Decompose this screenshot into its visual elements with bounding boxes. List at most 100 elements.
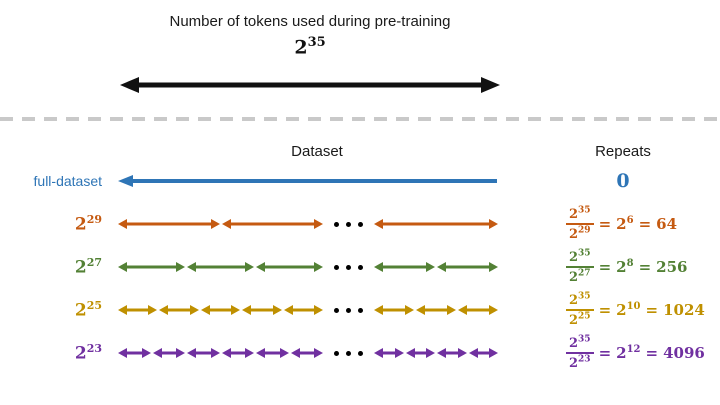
dashed-divider-line	[0, 117, 720, 121]
repeats-power: 210	[616, 301, 641, 319]
equals-sign: =	[645, 343, 659, 362]
dataset-arrows	[118, 160, 498, 202]
token-span-arrow	[120, 76, 500, 94]
dataset-label: full-dataset	[33, 173, 102, 189]
dataset-arrows	[118, 203, 498, 245]
equals-sign: =	[638, 214, 652, 233]
fraction-denominator: 225	[569, 312, 591, 329]
repeats-value: 0	[616, 170, 630, 192]
ellipsis-dot	[346, 307, 351, 313]
ellipsis-dots	[323, 264, 374, 270]
ellipsis-dot	[346, 264, 351, 270]
ellipsis-dot	[346, 350, 351, 356]
total-tokens-base: 2	[294, 36, 308, 59]
segment-group-left	[118, 304, 324, 316]
ellipsis-dot	[346, 221, 351, 227]
fraction-denominator: 223	[569, 355, 591, 372]
repeat-segment-arrow	[256, 261, 323, 273]
total-tokens-exponent: 35	[307, 35, 326, 50]
equals-sign: =	[645, 300, 659, 319]
repeat-segment-arrow	[221, 347, 254, 359]
repeat-segment-arrow	[187, 347, 220, 359]
arrow-left-head	[120, 77, 139, 93]
arrow-right-head	[481, 77, 500, 93]
repeat-segment-arrow	[118, 347, 151, 359]
repeat-segment-arrow	[159, 304, 199, 316]
repeats-value: 1024	[663, 300, 705, 319]
dataset-label: 227	[0, 246, 102, 288]
repeat-segment-arrow	[118, 304, 158, 316]
repeats-cell: 0	[548, 160, 698, 202]
repeats-power: 28	[616, 258, 634, 276]
fraction-denominator: 229	[569, 226, 591, 243]
repeat-segment-arrow	[374, 304, 414, 316]
fraction-numerator: 235	[566, 249, 594, 268]
repeat-segment-arrow	[221, 218, 323, 230]
repeat-segment-arrow	[242, 304, 282, 316]
equals-sign: =	[638, 257, 652, 276]
repeat-segment-arrow	[458, 304, 498, 316]
dataset-arrows	[118, 246, 498, 288]
repeat-segment-arrow	[437, 261, 498, 273]
ellipsis-dot	[358, 350, 363, 356]
ellipsis-dots	[323, 221, 374, 227]
fraction-denominator: 227	[569, 269, 591, 286]
segment-group-left	[118, 218, 323, 230]
equals-sign: =	[598, 257, 612, 276]
dataset-size-power: 227	[74, 256, 102, 278]
repeats-column-header: Repeats	[595, 143, 651, 160]
repeat-segment-arrow	[200, 304, 241, 316]
repeat-segment-arrow	[374, 261, 435, 273]
dataset-arrows	[118, 332, 498, 374]
repeat-segment-arrow	[468, 347, 498, 359]
repeat-segment-arrow	[187, 261, 254, 273]
dataset-size-power: 225	[74, 299, 102, 321]
repeats-value: 256	[656, 257, 688, 276]
repeat-segment-arrow	[152, 347, 185, 359]
segment-group-right	[374, 261, 498, 273]
repeat-segment-arrow	[374, 347, 404, 359]
equals-sign: =	[598, 300, 612, 319]
repeat-segment-arrow	[405, 347, 435, 359]
ellipsis-dot	[358, 307, 363, 313]
repeats-value: 4096	[663, 343, 705, 362]
segment-group-left	[118, 261, 323, 273]
dataset-arrows	[118, 289, 498, 331]
ellipsis-dots	[323, 307, 374, 313]
full-dataset-arrow	[118, 174, 498, 188]
fraction-numerator: 235	[566, 292, 594, 311]
repeat-segment-arrow	[118, 261, 185, 273]
dataset-size-power: 223	[74, 342, 102, 364]
repeats-power: 212	[616, 344, 641, 362]
dataset-column-header: Dataset	[291, 143, 343, 160]
fraction-numerator: 235	[566, 206, 594, 225]
equals-sign: =	[598, 343, 612, 362]
dataset-label: 225	[0, 289, 102, 331]
ellipsis-dot	[358, 221, 363, 227]
arrow-shaft	[136, 82, 484, 88]
repeats-value: 64	[656, 214, 678, 233]
repeat-segment-arrow	[290, 347, 323, 359]
dataset-label: 223	[0, 332, 102, 374]
segment-group-right	[374, 304, 498, 316]
ellipsis-dot	[334, 307, 339, 313]
total-tokens-value: 235	[110, 35, 510, 58]
segment-group-right	[374, 218, 498, 230]
repeat-segment-arrow	[416, 304, 456, 316]
ellipsis-dot	[358, 264, 363, 270]
dataset-label: 229	[0, 203, 102, 245]
